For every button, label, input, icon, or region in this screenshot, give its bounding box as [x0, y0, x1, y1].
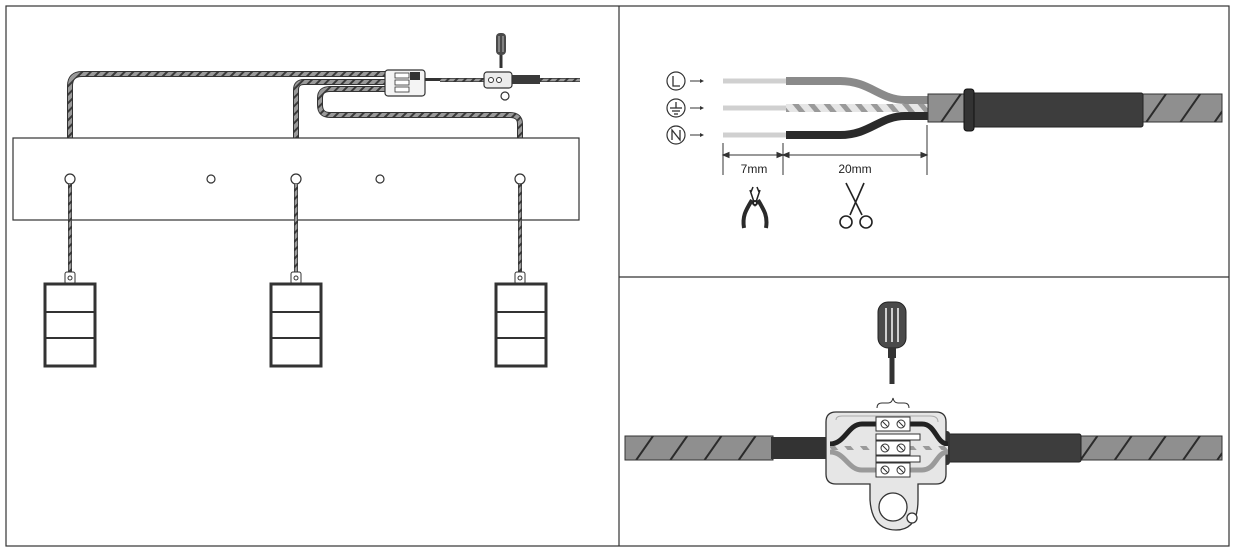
screwdriver-icon: [496, 33, 506, 68]
connector-block: [384, 69, 440, 97]
strip-length-label: 7mm: [741, 162, 768, 176]
mains-connector: [483, 71, 513, 101]
live-terminal-icon: [666, 71, 704, 91]
wire-preparation-panel: 7mm 20mm: [666, 71, 1223, 229]
sheath-length-label: 20mm: [838, 162, 871, 176]
brace-marker: [876, 397, 910, 409]
pendant-lamp: [494, 173, 548, 368]
bare-conductors: [723, 78, 786, 138]
scissors-icon: [839, 182, 873, 229]
wire-stripper-icon: [741, 186, 769, 229]
main-cable-left: [624, 435, 827, 461]
terminal-screws: [875, 416, 921, 478]
insulated-wires: [786, 77, 930, 139]
earth-terminal-icon: [666, 98, 704, 118]
screwdriver-icon: [877, 301, 907, 384]
main-cable-right: [942, 431, 1223, 465]
pendant-lamp: [43, 173, 97, 368]
outer-cable: [927, 88, 1223, 132]
panel-frames: [5, 5, 1230, 547]
internal-wires: [829, 421, 949, 473]
neutral-terminal-icon: [666, 125, 704, 145]
supply-cables: [67, 71, 523, 138]
terminal-connection-panel: [624, 301, 1223, 531]
dimension-lines: [721, 125, 929, 175]
pendant-overview-panel: [12, 33, 580, 368]
pendant-lamp: [269, 173, 323, 368]
